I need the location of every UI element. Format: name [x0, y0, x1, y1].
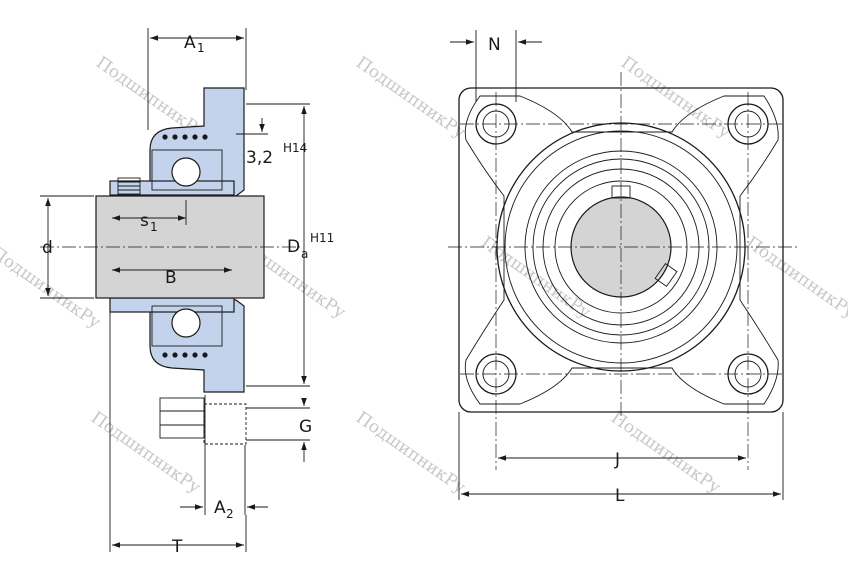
- watermark: ПодшипникРу: [352, 408, 469, 498]
- dim-a2-sub: 2: [226, 507, 234, 521]
- side-dimensions: [40, 28, 310, 552]
- flange-boss: [464, 95, 779, 405]
- inner-ring-upper: [109, 180, 235, 196]
- seal-dots-upper: [162, 134, 208, 140]
- ball-upper: [171, 157, 201, 187]
- dim-da-sub: a: [301, 247, 308, 261]
- side-section-view: A 1 A 2 T d s 1 B D a H11 3,2 H14 G: [40, 28, 334, 557]
- dim-d-label: d: [42, 238, 53, 258]
- dim-chamfer-label: 3,2: [246, 148, 273, 168]
- dim-a1-label: A: [184, 33, 196, 53]
- watermark: ПодшипникРу: [607, 408, 724, 498]
- bearing-lower: [151, 305, 223, 347]
- watermark: ПодшипникРу: [742, 233, 848, 323]
- seal-dots-lower: [162, 352, 208, 358]
- bolt-shank: [203, 403, 247, 445]
- watermark: ПодшипникРу: [87, 408, 204, 498]
- dim-t-label: T: [171, 537, 183, 557]
- ball-lower: [171, 308, 201, 338]
- dim-n-label: N: [488, 35, 501, 55]
- dim-l-label: L: [615, 486, 625, 506]
- dim-a2-label: A: [214, 498, 226, 518]
- dim-da-label: D: [287, 237, 300, 257]
- front-dimensions: [450, 30, 784, 500]
- inner-ring-lower: [109, 297, 235, 313]
- dim-a1-sub: 1: [197, 41, 205, 55]
- dim-b-label: B: [165, 268, 177, 288]
- front-view: N J L: [448, 30, 800, 506]
- watermark: ПодшипникРу: [352, 53, 469, 143]
- dim-s1-label: s: [140, 211, 149, 231]
- dim-da-tol: H11: [310, 231, 334, 245]
- grub-screw-side: [654, 262, 678, 288]
- dim-chamfer-tol: H14: [283, 141, 307, 155]
- dim-j-label: J: [614, 450, 620, 470]
- dim-s1-sub: 1: [150, 220, 158, 234]
- bearing-upper: [151, 149, 223, 191]
- watermark: ПодшипникРу: [617, 53, 734, 143]
- bolt-head: [159, 397, 205, 439]
- dim-g-label: G: [299, 417, 312, 437]
